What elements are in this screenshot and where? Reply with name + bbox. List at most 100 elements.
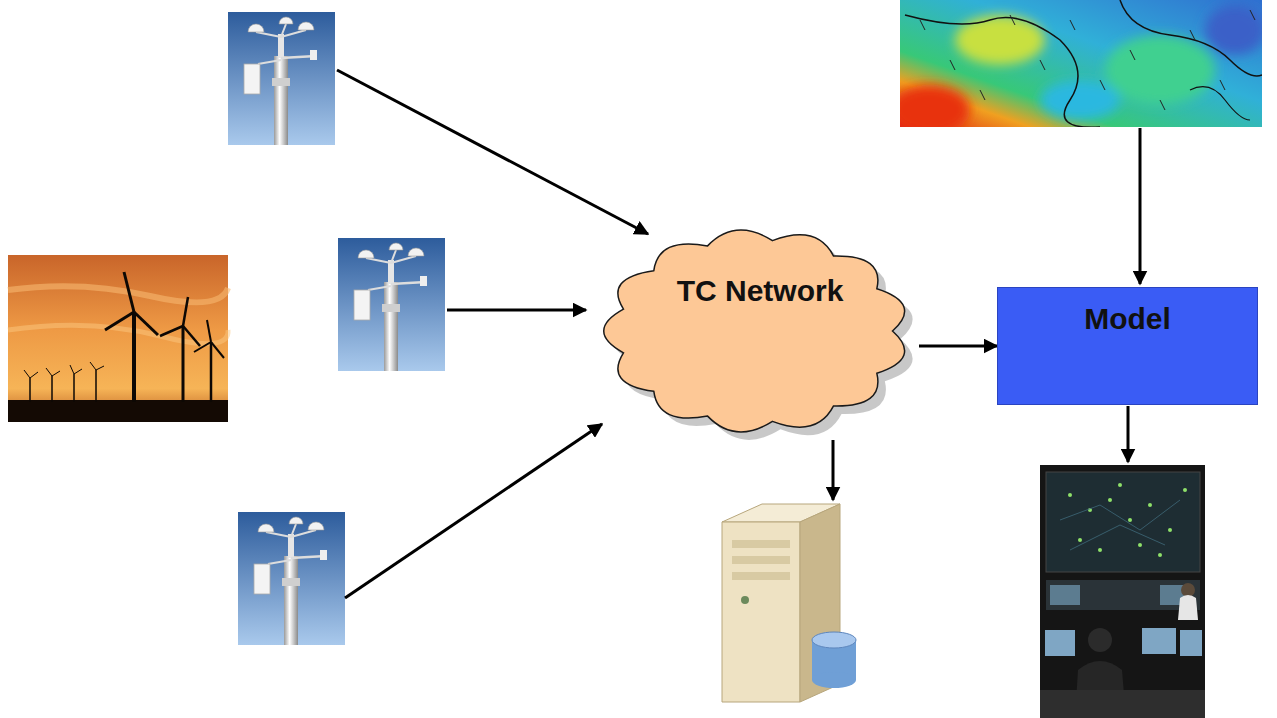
flow-arrows: [337, 70, 648, 234]
weather-map: [1100, 80, 1105, 90]
wind-farm-photo: [95, 370, 97, 402]
wind-farm-photo: [132, 312, 136, 402]
wind-farm-photo: [74, 369, 82, 374]
control-room-photo: [1180, 630, 1202, 656]
control-room-photo: [1068, 493, 1072, 497]
control-room-photo: [1046, 472, 1200, 572]
flow-arrow: [919, 345, 997, 348]
weather-map: [1190, 30, 1195, 40]
wind-farm-photo: [70, 365, 74, 374]
control-room-photo: [1138, 543, 1142, 547]
process-box: Model: [997, 287, 1258, 405]
database-server: [812, 632, 856, 648]
weather-map: [1040, 60, 1045, 70]
wind-farm-photo: [182, 326, 185, 402]
wind-farm-photo: [90, 362, 96, 370]
weather-map: [890, 0, 1265, 135]
wind-farm-photo: [194, 342, 211, 352]
control-room-photo: [1128, 518, 1132, 522]
wind-farm-photo: [73, 374, 75, 402]
control-room-photo: [1060, 500, 1180, 550]
control-room-photo: [1070, 525, 1165, 550]
wind-farm-photo: [24, 370, 30, 378]
control-room-photo: [1040, 465, 1205, 718]
control-room-photo: [1148, 503, 1152, 507]
network-cloud: TC Network: [585, 212, 935, 458]
control-room-photo: [1060, 500, 1180, 530]
weather-map: [1130, 50, 1135, 60]
database-server: [722, 504, 856, 702]
flow-arrows: [1127, 406, 1130, 462]
wind-farm-photo: [96, 366, 104, 370]
weather-map: [900, 85, 970, 127]
weather-map: [1190, 87, 1250, 120]
control-room-photo: [1040, 690, 1205, 718]
wind-farm-photo: [52, 371, 60, 376]
wind-farm-photo: [160, 326, 183, 336]
weather-map: [1120, 0, 1262, 76]
database-server: [741, 596, 749, 604]
control-room-photo: [1045, 630, 1075, 656]
weather-map: [900, 5, 1262, 127]
database-server: [722, 522, 800, 702]
control-room-photo: [1078, 538, 1082, 542]
weather-map: [1250, 10, 1255, 20]
weather-map: [900, 0, 1262, 127]
control-room-photo: [1118, 483, 1122, 487]
control-room-photo: [1168, 528, 1172, 532]
database-server: [732, 572, 790, 580]
wind-farm-photo: [124, 272, 134, 312]
weather-map: [1010, 15, 1015, 25]
database-server: [732, 556, 790, 564]
control-room-photo: [1181, 583, 1195, 597]
wind-farm-photo: [30, 372, 38, 378]
control-room-photo: [1068, 483, 1187, 557]
control-room-photo: [1040, 465, 1205, 718]
weather-map: [1105, 35, 1215, 105]
wind-farm-photo: [24, 272, 224, 402]
flow-arrows: [1139, 128, 1142, 284]
wind-farm-photo: [134, 312, 158, 335]
wind-farm-photo: [210, 342, 213, 402]
weather-map: [1160, 100, 1165, 110]
control-room-photo: [1158, 553, 1162, 557]
control-room-photo: [1142, 628, 1176, 654]
database-server: [732, 540, 790, 548]
wind-farm-photo: [8, 286, 228, 302]
anemometer-photo: [228, 12, 335, 145]
control-room-photo: [1098, 548, 1102, 552]
wind-farm-photo: [211, 342, 224, 358]
node-label: TC Network: [677, 274, 844, 309]
wind-farm-photo: [183, 297, 188, 326]
wind-farm-photo: [207, 320, 211, 342]
cloud-shape: [604, 230, 905, 432]
weather-map: [1040, 80, 1120, 120]
weather-map: [1220, 80, 1225, 90]
weather-map: [920, 10, 1255, 110]
flow-arrows: [832, 440, 835, 500]
control-room-photo: [1050, 585, 1080, 605]
weather-map: [1070, 20, 1075, 30]
weather-map: [950, 60, 955, 70]
control-room-photo: [1108, 498, 1112, 502]
flow-arrows: [345, 424, 602, 598]
flow-arrows: [447, 309, 586, 312]
control-room-photo: [1088, 628, 1112, 652]
control-room-photo: [1178, 595, 1198, 620]
anemometer-photo: [338, 238, 445, 371]
wind-farm-photo: [105, 312, 134, 330]
wind-farm-photo: [29, 378, 31, 402]
database-server: [812, 672, 856, 688]
weather-map: [905, 15, 1100, 127]
wind-farm-photo: [8, 255, 228, 422]
wind-farm-photo: [183, 326, 200, 346]
wind-farm-photo: [8, 255, 228, 422]
weather-map: [920, 20, 925, 30]
node-label: Model: [1084, 302, 1171, 337]
anemometer-photo: [238, 512, 345, 645]
cloud-outline: [585, 212, 935, 458]
wind-farm-photo: [51, 376, 53, 402]
wind-farm-photo: [46, 368, 52, 376]
weather-map: [980, 90, 985, 100]
wind-farm-photo: [8, 400, 228, 422]
